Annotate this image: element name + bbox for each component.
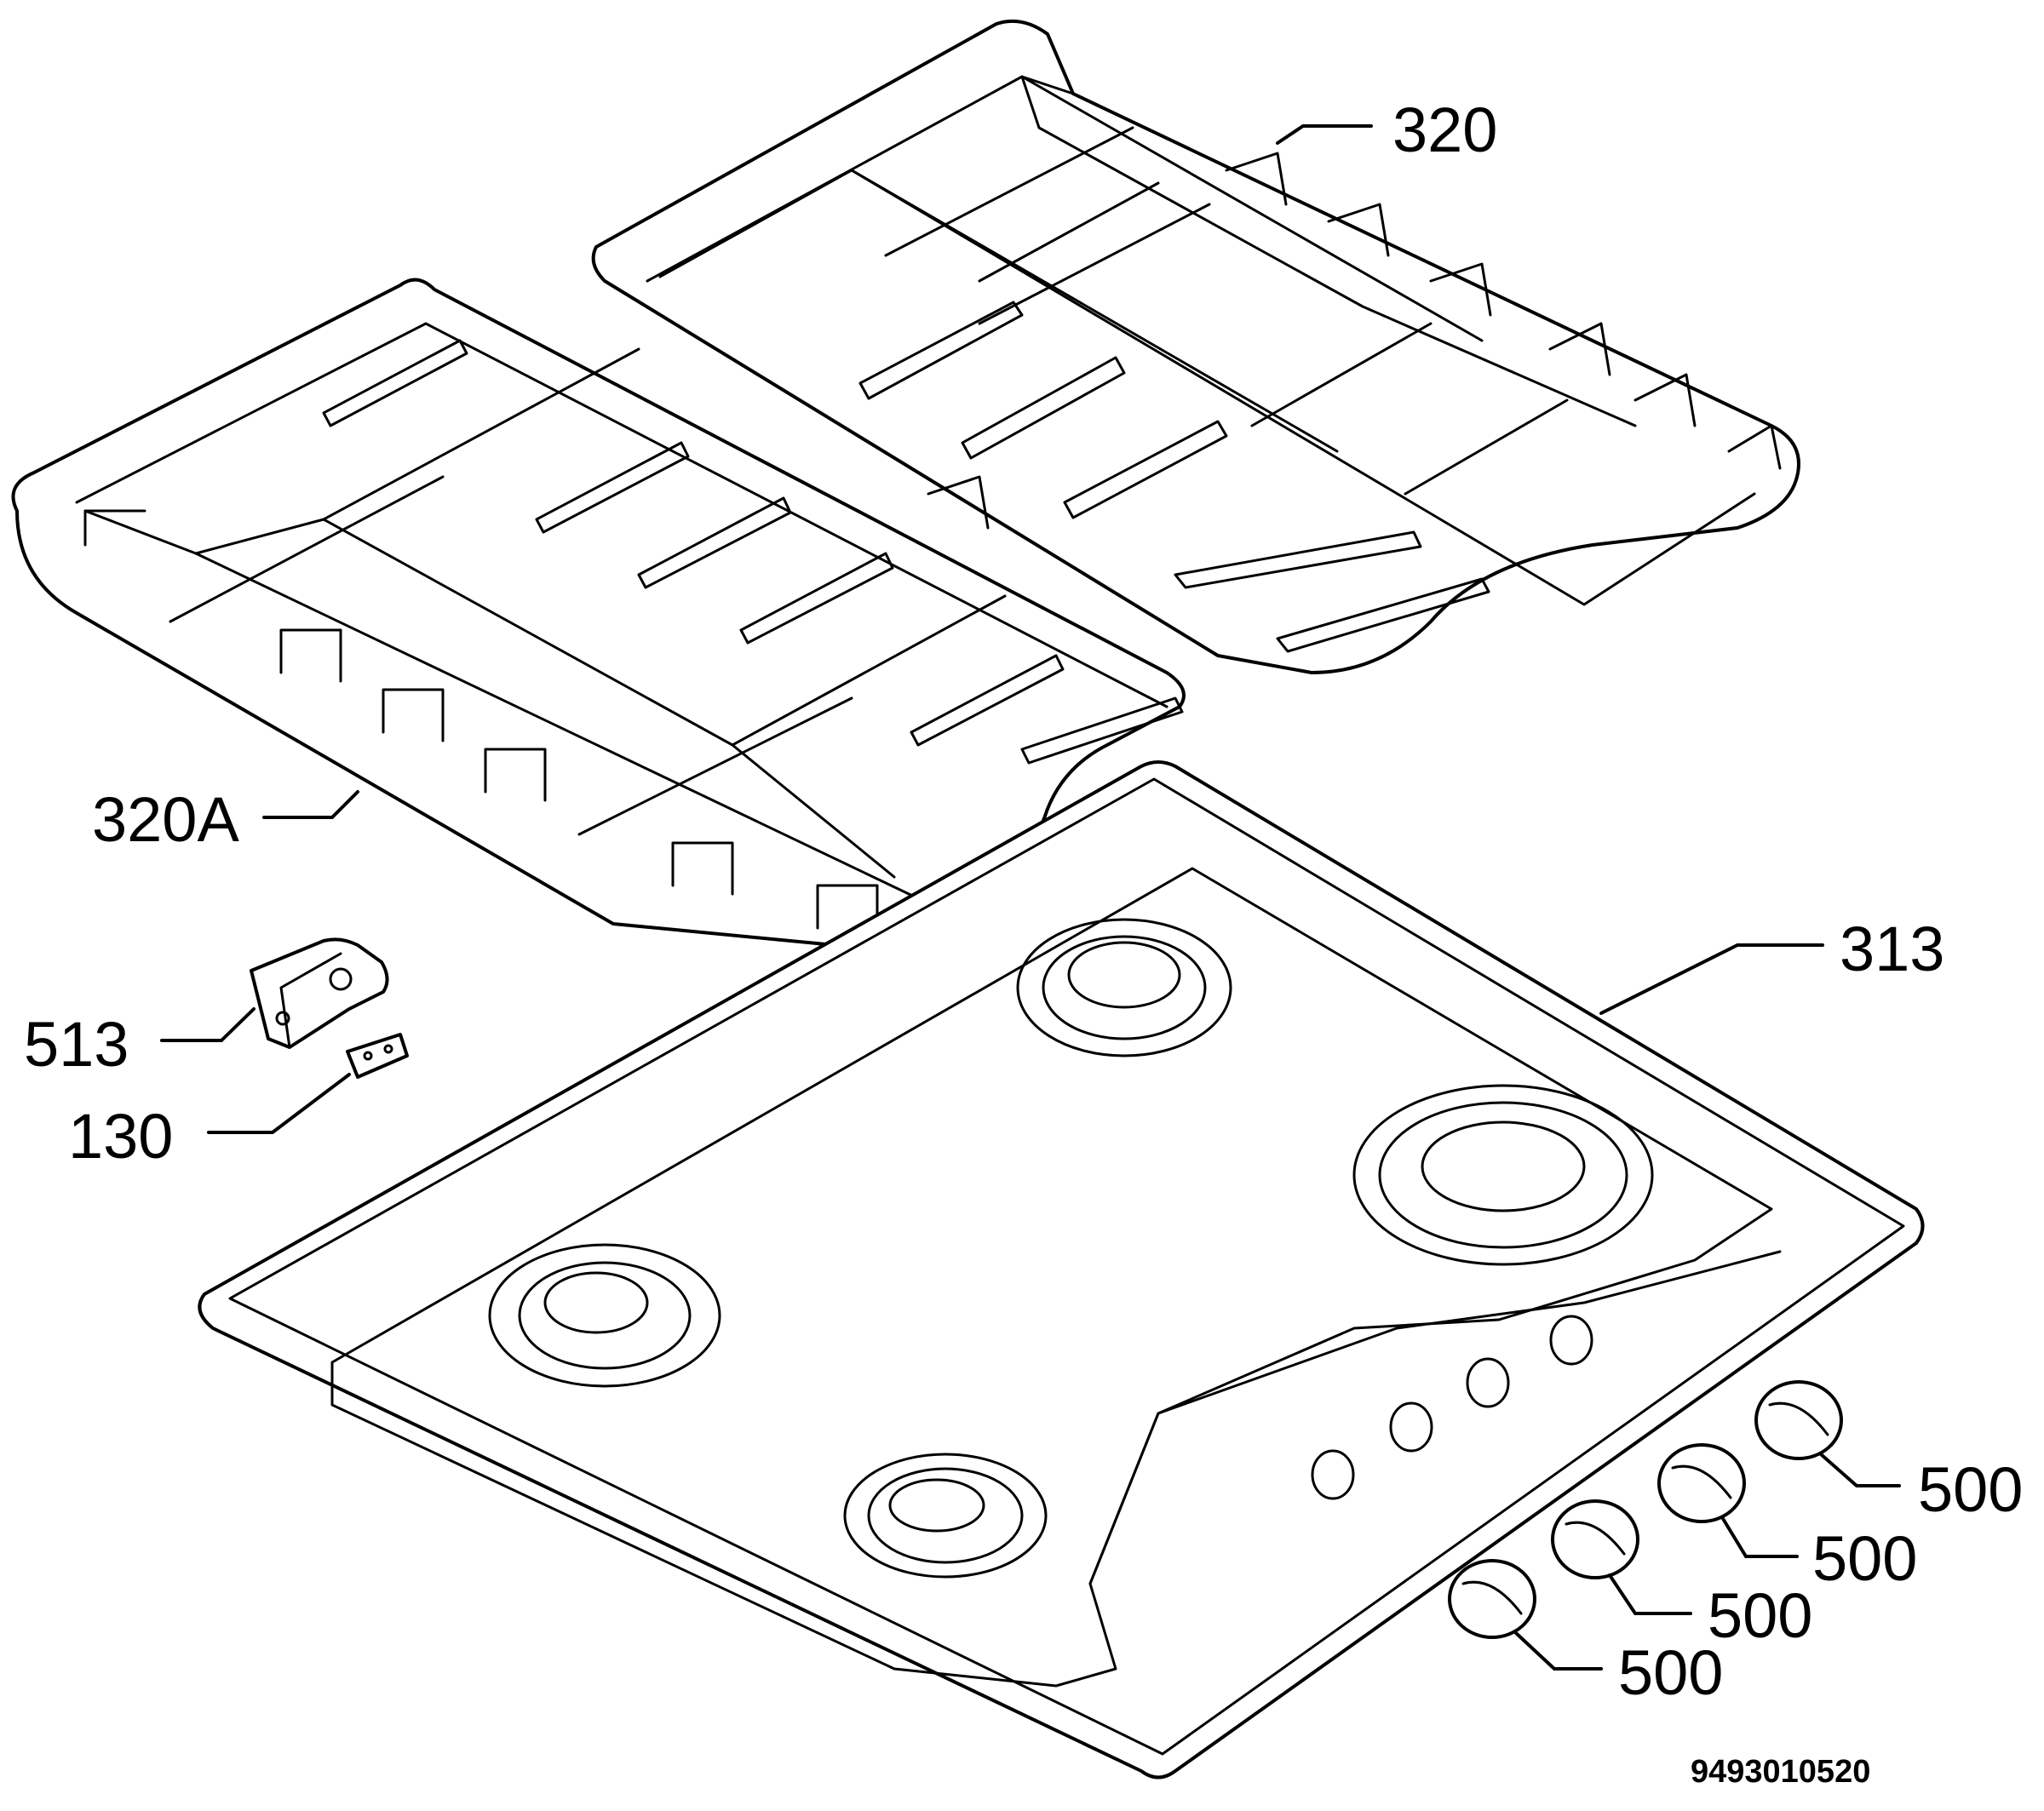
control-knobs <box>1448 1380 1843 1639</box>
drawing-number: 9493010520 <box>1691 1754 1870 1790</box>
label-hob: 313 <box>1840 914 1944 984</box>
bracket-513 <box>250 937 389 1049</box>
leader-lines <box>160 124 1901 1671</box>
knob-holes <box>1311 1315 1593 1500</box>
label-knob-2: 500 <box>1812 1523 1917 1594</box>
label-bracket: 513 <box>24 1009 129 1080</box>
knob-3 <box>1551 1499 1639 1579</box>
burner-rear-right <box>1352 1084 1654 1266</box>
knob-1 <box>1754 1380 1843 1460</box>
clip-130 <box>346 1033 409 1079</box>
burner-rear-left <box>1016 918 1232 1057</box>
burner-front-right <box>843 1453 1048 1579</box>
label-pan-support-left: 320A <box>92 784 239 855</box>
label-clip: 130 <box>68 1101 173 1172</box>
knob-2 <box>1657 1443 1746 1523</box>
pan-support-right <box>591 19 1800 674</box>
burner-front-left <box>488 1243 721 1388</box>
label-knob-1: 500 <box>1918 1454 2023 1525</box>
hob-cooktop <box>198 760 1925 1779</box>
knob-4 <box>1448 1559 1536 1639</box>
label-pan-support-right: 320 <box>1392 95 1497 165</box>
label-knob-4: 500 <box>1618 1637 1723 1708</box>
label-knob-3: 500 <box>1708 1580 1812 1651</box>
pan-support-left <box>11 278 1186 947</box>
